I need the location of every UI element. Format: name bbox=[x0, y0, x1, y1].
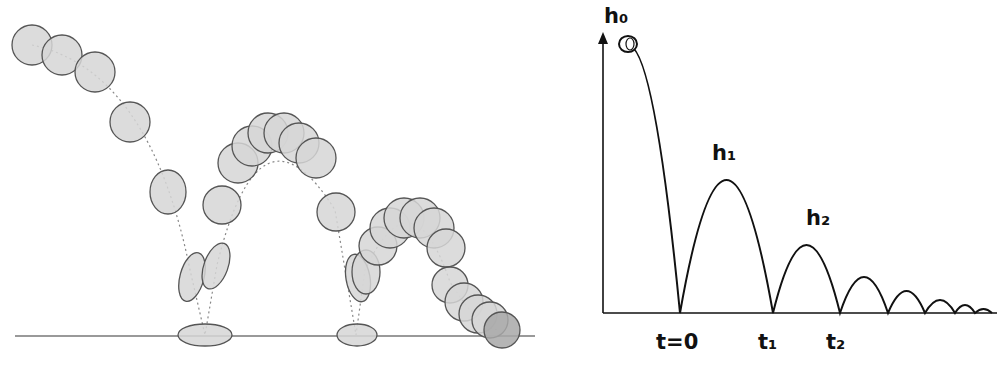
start-ball bbox=[619, 36, 637, 52]
height-label: h₀ bbox=[604, 6, 628, 27]
height-label: h₂ bbox=[806, 208, 830, 229]
ground-line bbox=[15, 335, 535, 337]
time-label: t₂ bbox=[826, 332, 845, 353]
ball-positions bbox=[12, 25, 520, 348]
trajectory bbox=[32, 45, 500, 335]
height-curve bbox=[628, 45, 992, 313]
height-label: h₁ bbox=[712, 143, 736, 164]
graph-axes bbox=[603, 40, 997, 313]
time-label: t=0 bbox=[656, 332, 698, 353]
time-label: t₁ bbox=[758, 332, 777, 353]
start-ball-detail bbox=[626, 38, 634, 50]
axis-arrowhead bbox=[598, 32, 608, 44]
